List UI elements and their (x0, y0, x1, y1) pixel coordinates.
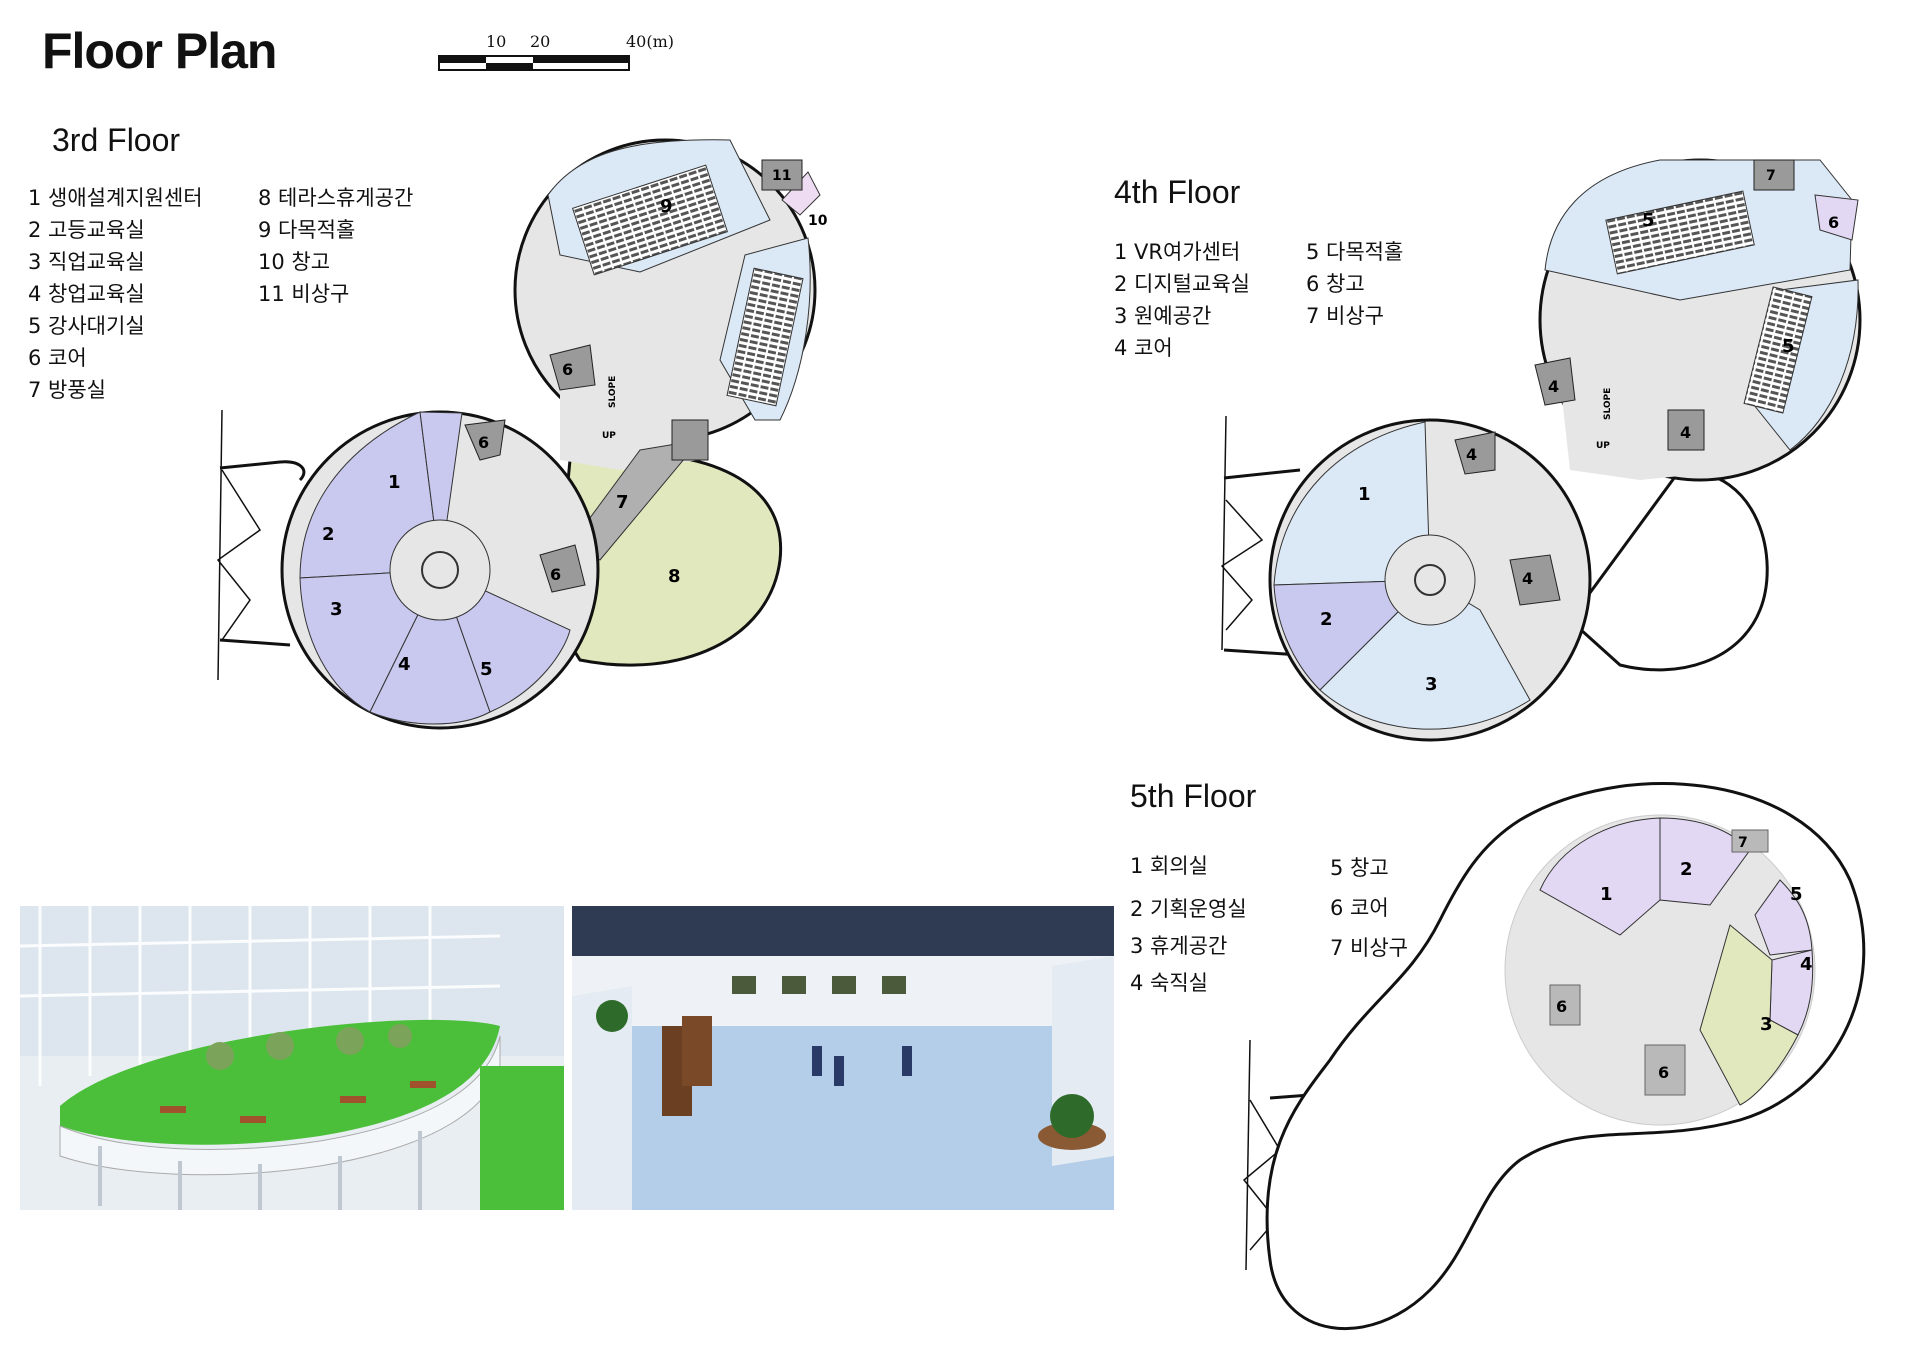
legend-item: 6 코어 (28, 346, 87, 370)
plan-label: 4 (1522, 569, 1533, 588)
legend-item: 11 비상구 (258, 282, 350, 306)
scale-bar-graphic (438, 55, 630, 71)
plan-label: 4 (1680, 423, 1691, 442)
plan-label: 2 (322, 524, 335, 545)
floor3-legend-col2: 8 테라스휴게공간 9 다목적홀 10 창고 11 비상구 (258, 182, 413, 310)
plan-label: 1 (1600, 884, 1613, 905)
plan-label: 2 (1680, 859, 1693, 880)
floor3-plan: 1 2 3 4 5 6 6 6 7 8 9 10 11 SLOPE UP (216, 138, 828, 730)
scale-tick-10: 10 (486, 32, 507, 51)
legend-item: 7 방풍실 (28, 378, 106, 402)
terrace-rendering (20, 906, 564, 1210)
legend-item: 5 다목적홀 (1306, 240, 1404, 264)
plan-label: 6 (1658, 1063, 1669, 1082)
plan-label: 9 (660, 196, 673, 217)
plan-label: 10 (808, 213, 828, 229)
floor4-plan: 1 2 3 4 4 4 4 5 5 6 7 SLOPE UP (1220, 158, 1862, 742)
legend-item: 10 창고 (258, 250, 331, 274)
legend-item: 6 코어 (1330, 896, 1389, 920)
legend-item: 1 회의실 (1130, 854, 1208, 878)
scale-tick-20: 20 (530, 32, 551, 51)
plan-label: 4 (1548, 377, 1559, 396)
plan-label: 6 (1556, 997, 1567, 1016)
floor5-plan: 1 2 3 4 5 6 6 7 (1242, 782, 1866, 1331)
plan-label: 7 (1766, 168, 1776, 184)
legend-item: 4 숙직실 (1130, 971, 1208, 995)
legend-item: 6 창고 (1306, 272, 1365, 296)
legend-item: 4 창업교육실 (28, 282, 145, 306)
up-label: UP (602, 431, 616, 441)
legend-item: 1 생애설계지원센터 (28, 186, 203, 210)
plan-label: 7 (616, 492, 629, 513)
legend-item: 2 디지털교육실 (1114, 272, 1250, 296)
floor3-heading: 3rd Floor (52, 122, 181, 158)
plan-label: 5 (480, 659, 493, 680)
floor5-legend-col1: 1 회의실 2 기획운영실 3 휴게공간 4 숙직실 (1130, 848, 1247, 1002)
plan-label: 3 (1425, 674, 1438, 695)
floor4-legend-col1: 1 VR여가센터 2 디지털교육실 3 원예공간 4 코어 (1114, 236, 1250, 364)
legend-item: 1 VR여가센터 (1114, 240, 1241, 264)
legend-item: 4 코어 (1114, 336, 1173, 360)
plan-label: 6 (478, 433, 489, 452)
interior-hall-rendering (572, 906, 1114, 1210)
plan-label: 1 (388, 472, 401, 493)
legend-item: 3 직업교육실 (28, 250, 145, 274)
floor4-heading: 4th Floor (1114, 174, 1241, 210)
plan-label: 4 (398, 654, 411, 675)
plan-label: 11 (772, 168, 791, 184)
plan-label: 5 (1782, 336, 1795, 357)
legend-item: 3 원예공간 (1114, 304, 1212, 328)
slope-label: SLOPE (1603, 388, 1613, 420)
legend-item: 3 휴게공간 (1130, 934, 1228, 958)
plan-label: 5 (1642, 210, 1655, 231)
page-title: Floor Plan (42, 23, 277, 79)
legend-item: 9 다목적홀 (258, 218, 356, 242)
legend-item: 8 테라스휴게공간 (258, 186, 414, 210)
plan-label: 3 (1760, 1014, 1773, 1035)
plan-label: 6 (562, 360, 573, 379)
legend-item: 2 기획운영실 (1130, 897, 1247, 921)
plan-label: 7 (1738, 835, 1748, 851)
plan-label: 4 (1800, 954, 1813, 975)
plan-label: 6 (1828, 213, 1839, 232)
plan-label: 5 (1790, 884, 1803, 905)
plan-label: 1 (1358, 484, 1371, 505)
floor5-legend-col2: 5 창고 6 코어 7 비상구 (1330, 848, 1408, 968)
plan-label: 4 (1466, 445, 1477, 464)
up-label: UP (1596, 441, 1610, 451)
legend-item: 5 창고 (1330, 856, 1389, 880)
plan-label: 3 (330, 599, 343, 620)
floor3-legend-col1: 1 생애설계지원센터 2 고등교육실 3 직업교육실 4 창업교육실 5 강사대… (28, 182, 203, 406)
slope-label: SLOPE (608, 376, 618, 408)
plan-label: 2 (1320, 609, 1333, 630)
floor5-heading: 5th Floor (1130, 778, 1257, 814)
plan-label: 8 (668, 566, 681, 587)
legend-item: 2 고등교육실 (28, 218, 145, 242)
legend-item: 5 강사대기실 (28, 314, 145, 338)
legend-item: 7 비상구 (1306, 304, 1384, 328)
scale-bar: 10 20 40(m) (438, 32, 678, 82)
scale-tick-40: 40(m) (626, 32, 675, 51)
legend-item: 7 비상구 (1330, 936, 1408, 960)
floor4-legend-col2: 5 다목적홀 6 창고 7 비상구 (1306, 236, 1403, 332)
plan-label: 6 (550, 565, 561, 584)
